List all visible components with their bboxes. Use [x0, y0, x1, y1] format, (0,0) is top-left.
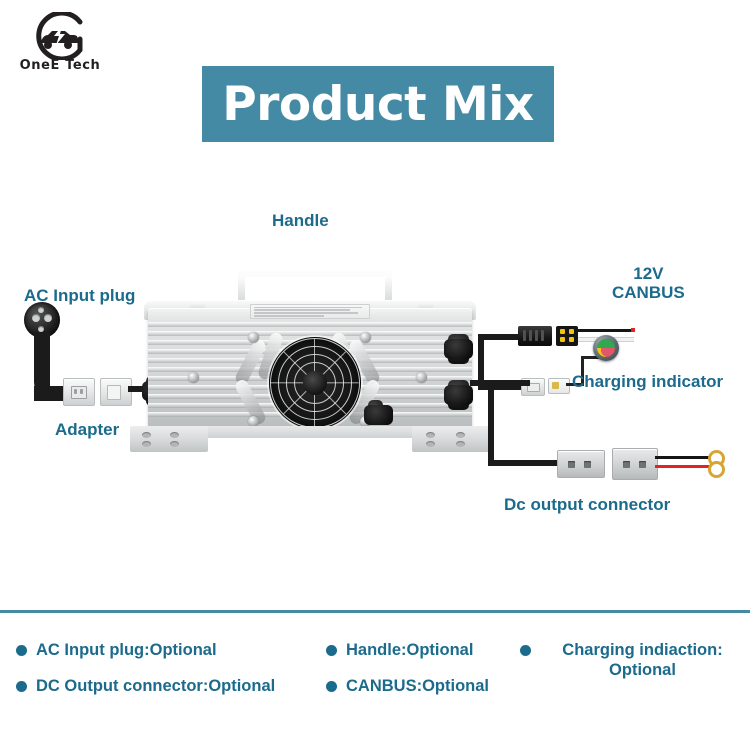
option-dc-output-connector: DC Output connector:Optional [36, 677, 276, 696]
canbus-connector-pins [556, 326, 578, 346]
footer-column-1: AC Input plug:Optional DC Output connect… [16, 640, 326, 712]
dc-cable-from-charger [470, 380, 530, 386]
bullet-dot-icon [520, 645, 531, 656]
canbus-connector-housing [518, 326, 552, 346]
charging-indicator-led-icon [593, 335, 619, 361]
mounting-bar [176, 426, 444, 438]
canbus-cable-top [478, 334, 540, 340]
bullet-dot-icon [326, 681, 337, 693]
option-canbus: CANBUS:Optional [346, 677, 489, 696]
option-handle: Handle:Optional [346, 641, 474, 659]
page-title: Product Mix [222, 76, 534, 132]
footer-column-2: Handle:Optional CANBUS:Optional [326, 640, 516, 712]
car-charging-circle-icon [28, 10, 90, 62]
indicator-wire-b [581, 356, 584, 384]
adapter-connector-male [100, 378, 132, 406]
indicator-wire-a [566, 383, 584, 386]
footer-column-3: Charging indiaction: Optional [520, 640, 745, 696]
ring-terminal-red [708, 461, 725, 478]
adapter-connector-female [63, 378, 95, 406]
list-item: DC Output connector:Optional [16, 676, 326, 696]
charger-unit [130, 270, 490, 460]
ac-cable [34, 332, 50, 398]
canbus-cable-gland [444, 334, 473, 364]
canbus-label-line2: CANBUS [612, 282, 685, 302]
dc-connector-male [557, 450, 605, 478]
brand-name: OneE Tech [19, 58, 101, 73]
option-ac-input-plug: AC Input plug:Optional [36, 641, 217, 659]
footer-divider [0, 610, 750, 613]
fan-grille [269, 337, 361, 429]
list-item: Charging indiaction: Optional [520, 640, 745, 680]
canbus-label-line1: 12V [633, 264, 664, 283]
callout-label-ac-input-plug: AC Input plug [24, 286, 136, 305]
dc-wire-black [655, 456, 711, 459]
footer-options-list: AC Input plug:Optional DC Output connect… [0, 640, 750, 740]
bullet-dot-icon [16, 681, 27, 693]
canbus-wire-tip [631, 328, 635, 332]
canbus-cable-stub [478, 384, 538, 390]
indicator-cable-gland [364, 400, 393, 425]
list-item: AC Input plug:Optional [16, 640, 326, 660]
title-banner: Product Mix [202, 66, 554, 142]
callout-label-adapter: Adapter [55, 420, 120, 439]
product-diagram: Handle AC Input plug Adapter 12V CANBUS … [0, 150, 750, 610]
dc-wire-red [655, 465, 711, 468]
cooling-fan [269, 337, 361, 429]
dc-connector-female [612, 448, 658, 480]
mounting-foot-left [130, 426, 208, 452]
indicator-connector-male [548, 378, 570, 394]
canbus-wire-black [578, 329, 634, 332]
indicator-wire-c [581, 356, 603, 359]
list-item: Handle:Optional [326, 640, 516, 660]
brand-logo: OneE Tech [14, 10, 106, 80]
spec-label [250, 304, 370, 319]
dc-cable-run [488, 460, 558, 466]
callout-label-dc-output-connector: Dc output connector [504, 495, 671, 514]
dc-cable-gland [444, 380, 473, 410]
bullet-dot-icon [326, 645, 337, 656]
callout-label-charging-indicator: Charging indicator [572, 372, 724, 391]
callout-label-canbus: 12V CANBUS [612, 264, 685, 302]
dc-cable-drop [488, 380, 494, 466]
list-item: CANBUS:Optional [326, 676, 516, 696]
callout-label-handle: Handle [272, 211, 329, 230]
canbus-cable-drop [478, 334, 484, 390]
bullet-dot-icon [16, 645, 27, 656]
option-charging-indication: Charging indiaction: Optional [562, 641, 723, 680]
mounting-foot-right [412, 426, 490, 452]
